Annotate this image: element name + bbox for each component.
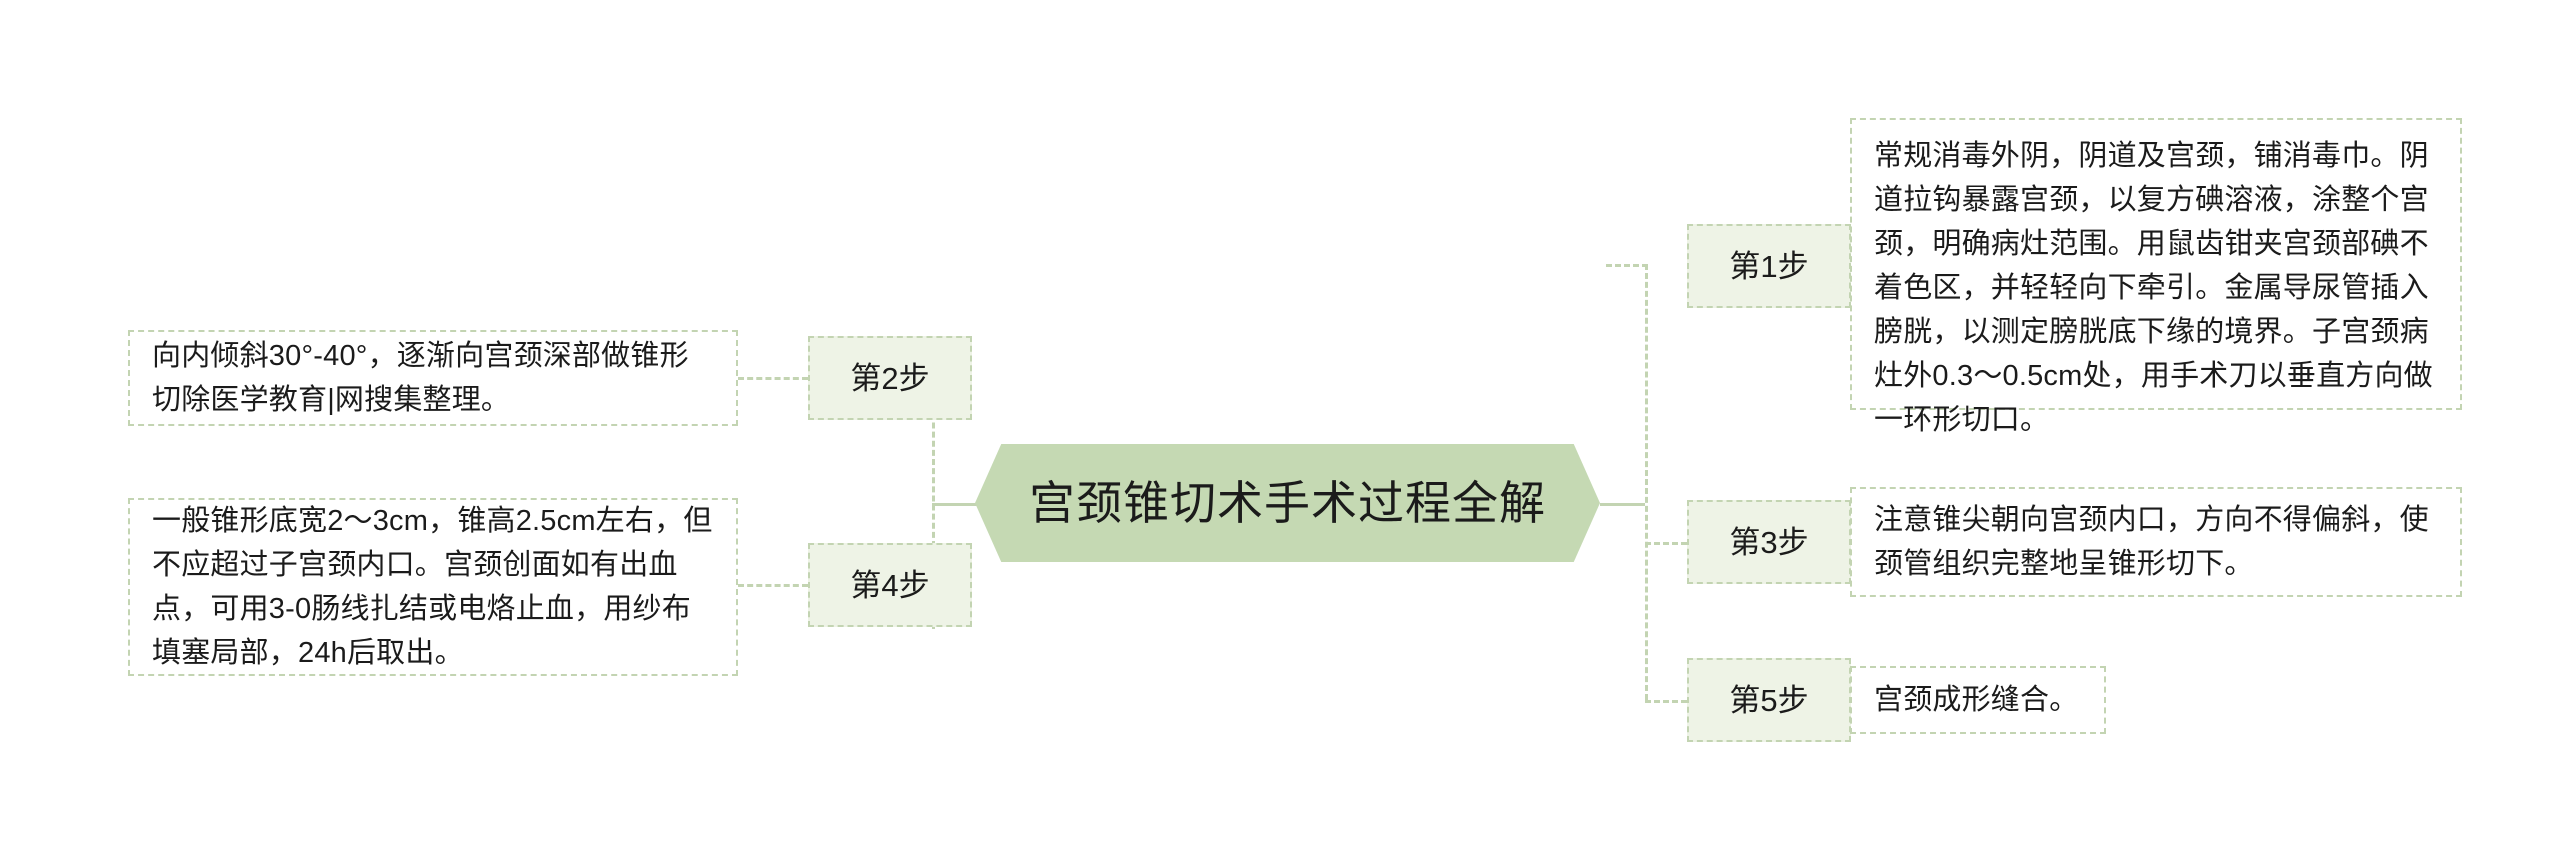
detail-text-step4: 一般锥形底宽2～3cm，锥高2.5cm左右，但不应超过子宫颈内口。宫颈创面如有出… — [152, 504, 713, 670]
step-label-box-4[interactable]: 第4步 — [808, 543, 972, 627]
step-label-text-1: 第1步 — [1729, 248, 1809, 284]
step-label-text-4: 第4步 — [850, 567, 930, 603]
detail-text-step5: 宫颈成形缝合。 — [1874, 683, 2079, 716]
page-title: 宫颈锥切术手术过程全解 — [1029, 477, 1546, 529]
connector-left-trunk — [932, 377, 935, 629]
connector-center-left-stub — [932, 503, 977, 506]
step-label-box-5[interactable]: 第5步 — [1687, 658, 1851, 742]
connector-step2-to-detail — [738, 377, 808, 380]
detail-box-step4[interactable]: 一般锥形底宽2～3cm，锥高2.5cm左右，但不应超过子宫颈内口。宫颈创面如有出… — [128, 498, 738, 676]
step-label-text-3: 第3步 — [1729, 524, 1809, 560]
connector-right-trunk — [1645, 264, 1648, 700]
connector-step4-to-detail — [738, 584, 808, 587]
step-label-box-1[interactable]: 第1步 — [1687, 224, 1851, 308]
step-label-box-2[interactable]: 第2步 — [808, 336, 972, 420]
detail-text-step2: 向内倾斜30°-40°，逐渐向宫颈深部做锥形切除医学教育|网搜集整理。 — [152, 339, 689, 416]
step-label-text-5: 第5步 — [1729, 682, 1809, 718]
detail-box-step1[interactable]: 常规消毒外阴，阴道及宫颈，铺消毒巾。阴道拉钩暴露宫颈，以复方碘溶液，涂整个宫颈，… — [1850, 118, 2462, 436]
detail-box-step2[interactable]: 向内倾斜30°-40°，逐渐向宫颈深部做锥形切除医学教育|网搜集整理。 — [128, 330, 738, 426]
detail-text-step3: 注意锥尖朝向宫颈内口，方向不得偏斜，使颈管组织完整地呈锥形切下。 — [1874, 503, 2429, 580]
detail-box-step5[interactable]: 宫颈成形缝合。 — [1850, 666, 2106, 734]
detail-text-step1: 常规消毒外阴，阴道及宫颈，铺消毒巾。阴道拉钩暴露宫颈，以复方碘溶液，涂整个宫颈，… — [1874, 140, 2433, 437]
connector-right-trunk-to-step5 — [1645, 700, 1687, 703]
step-label-text-2: 第2步 — [850, 360, 930, 396]
center-node[interactable]: 宫颈锥切术手术过程全解 — [975, 444, 1600, 562]
step-label-box-3[interactable]: 第3步 — [1687, 500, 1851, 584]
connector-center-right-stub — [1600, 503, 1645, 506]
connector-right-trunk-to-step3 — [1645, 542, 1687, 545]
detail-box-step3[interactable]: 注意锥尖朝向宫颈内口，方向不得偏斜，使颈管组织完整地呈锥形切下。 — [1850, 487, 2462, 597]
connector-right-trunk-to-step1 — [1606, 264, 1648, 267]
